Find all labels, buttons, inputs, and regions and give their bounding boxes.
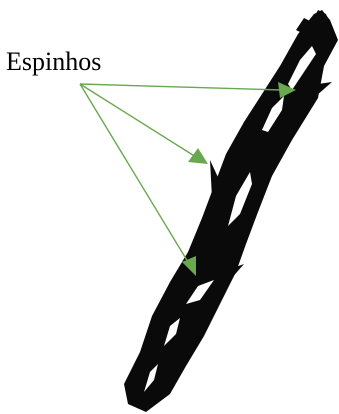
bark-highlight-6 [144,364,158,392]
stem-body [124,10,338,412]
arrow-to-middle-thorn [79,83,197,158]
bark-highlight-2 [262,96,284,132]
bark-highlight-4 [186,280,214,304]
arrowhead-middle [188,148,208,164]
pointer-arrows [79,82,296,276]
arrowhead-bottom [182,256,196,276]
arrow-to-bottom-thorn [79,83,189,263]
stem-illustration [124,10,338,412]
bark-highlight-1 [288,46,316,90]
bark-highlight-5 [164,318,180,346]
thorn-middle [208,160,228,232]
stem-top-break [296,10,330,40]
arrow-to-top-thorn [79,83,283,91]
thorn-top [292,82,332,106]
arrowhead-top [278,82,296,98]
bark-highlight-3 [228,172,252,226]
thorns-label: Espinhos [6,47,101,76]
